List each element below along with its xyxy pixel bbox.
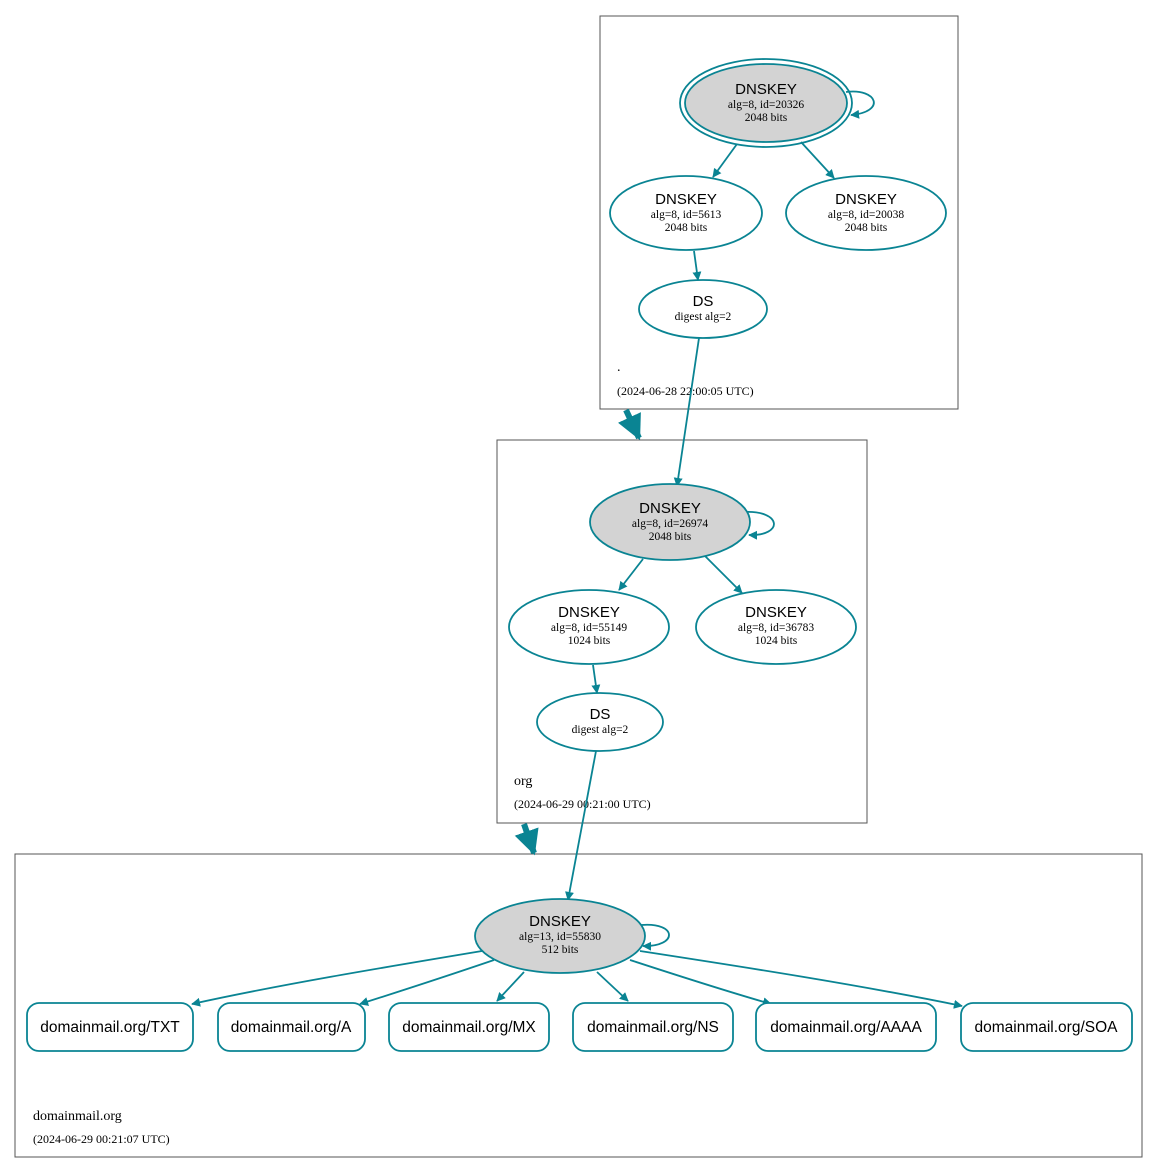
node-line1: digest alg=2 <box>675 311 732 323</box>
rrset-label: domainmail.org/A <box>231 1019 352 1036</box>
node-line1: alg=8, id=20038 <box>828 209 904 221</box>
rrset-node-ns: domainmail.org/NS <box>572 1002 734 1052</box>
node-title: DNSKEY <box>655 191 717 208</box>
edge-org-zsk1-to-ds <box>591 664 601 694</box>
edge-root-ksk-self <box>845 90 875 119</box>
node-line2: 2048 bits <box>665 222 708 234</box>
zone-name: domainmail.org <box>33 1109 122 1124</box>
zone-timestamp: (2024-06-29 00:21:07 UTC) <box>33 1132 170 1146</box>
edge-root-ksk-to-zsk2 <box>800 141 835 179</box>
node-line2: 1024 bits <box>755 635 798 647</box>
edge-org-ksk-to-zsk1 <box>618 558 644 591</box>
zone-timestamp: (2024-06-29 00:21:00 UTC) <box>514 797 651 811</box>
delegation-arrow-org-domainmail <box>514 823 539 856</box>
node-line1: alg=8, id=36783 <box>738 622 814 634</box>
node-line1: alg=13, id=55830 <box>519 931 601 943</box>
zone-name: org <box>514 774 532 789</box>
ds-node-org: DS digest alg=2 <box>536 692 664 752</box>
node-line1: digest alg=2 <box>572 724 629 736</box>
rrset-node-mx: domainmail.org/MX <box>388 1002 550 1052</box>
node-line1: alg=8, id=55149 <box>551 622 627 634</box>
rrset-label: domainmail.org/AAAA <box>770 1019 922 1036</box>
rrset-node-aaaa: domainmail.org/AAAA <box>755 1002 937 1052</box>
rrset-label: domainmail.org/MX <box>402 1019 536 1036</box>
edge-root-ksk-to-zsk1 <box>712 143 738 178</box>
edge-dm-key-to-ns <box>596 971 629 1002</box>
dnskey-node-domainmail: DNSKEY alg=13, id=55830 512 bits <box>474 898 646 974</box>
edge-dm-key-to-txt <box>191 950 483 1007</box>
node-title: DNSKEY <box>745 604 807 621</box>
rrset-label: domainmail.org/SOA <box>974 1019 1118 1036</box>
node-title: DNSKEY <box>558 604 620 621</box>
node-title: DNSKEY <box>835 191 897 208</box>
delegation-arrow-root-org <box>618 408 642 441</box>
zone-name: . <box>617 360 621 375</box>
rrset-label: domainmail.org/NS <box>587 1019 719 1036</box>
node-line2: 512 bits <box>542 944 579 956</box>
dnskey-node-org-zsk1: DNSKEY alg=8, id=55149 1024 bits <box>508 589 670 665</box>
node-title: DS <box>590 706 611 723</box>
dnskey-node-org-ksk: DNSKEY alg=8, id=26974 2048 bits <box>589 483 751 561</box>
dnskey-node-root-zsk2: DNSKEY alg=8, id=20038 2048 bits <box>785 175 947 251</box>
edge-org-ds-to-dm-key <box>565 750 597 901</box>
rrset-label: domainmail.org/TXT <box>40 1019 180 1036</box>
edge-dm-key-self <box>640 923 670 951</box>
rrset-node-txt: domainmail.org/TXT <box>26 1002 194 1052</box>
dnskey-node-root-ksk: DNSKEY alg=8, id=20326 2048 bits <box>679 58 853 148</box>
node-line2: 2048 bits <box>845 222 888 234</box>
node-line2: 2048 bits <box>649 531 692 543</box>
node-title: DNSKEY <box>639 500 701 517</box>
edge-root-zsk1-to-ds <box>692 250 702 281</box>
node-title: DS <box>693 293 714 310</box>
edge-org-ksk-self <box>743 511 775 540</box>
node-line2: 1024 bits <box>568 635 611 647</box>
edge-dm-key-to-aaaa <box>629 959 772 1007</box>
edge-dm-key-to-soa <box>639 950 963 1009</box>
node-title: DNSKEY <box>529 913 591 930</box>
ds-node-root: DS digest alg=2 <box>638 279 768 339</box>
edge-root-ds-to-org-ksk <box>673 337 700 487</box>
edge-dm-key-to-mx <box>496 971 525 1002</box>
node-line1: alg=8, id=26974 <box>632 518 708 530</box>
rrset-node-soa: domainmail.org/SOA <box>960 1002 1133 1052</box>
dnskey-node-org-zsk2: DNSKEY alg=8, id=36783 1024 bits <box>695 589 857 665</box>
rrset-node-a: domainmail.org/A <box>217 1002 366 1052</box>
edge-org-ksk-to-zsk2 <box>704 555 743 594</box>
node-title: DNSKEY <box>735 81 797 98</box>
node-line1: alg=8, id=5613 <box>651 209 722 221</box>
edge-dm-key-to-a <box>359 959 495 1006</box>
node-line1: alg=8, id=20326 <box>728 99 804 111</box>
dnskey-node-root-zsk1: DNSKEY alg=8, id=5613 2048 bits <box>609 175 763 251</box>
node-line2: 2048 bits <box>745 112 788 124</box>
zone-timestamp: (2024-06-28 22:00:05 UTC) <box>617 384 754 398</box>
